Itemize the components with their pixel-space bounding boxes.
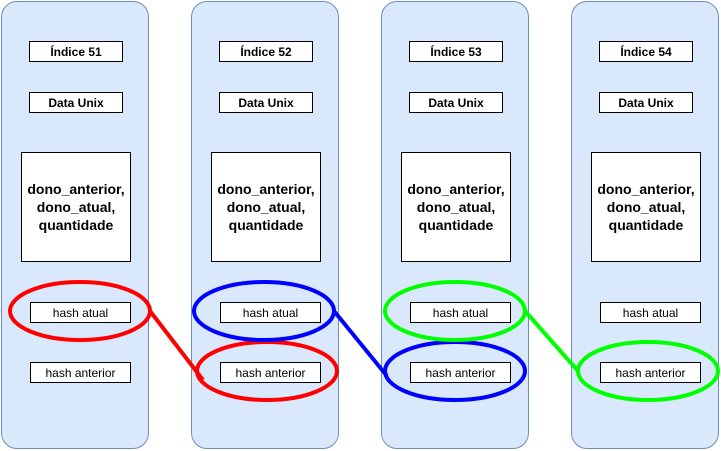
block-data-label: dono_anterior, dono_atual, quantidade <box>211 152 321 262</box>
block-54: Índice 54 Data Unix dono_anterior, dono_… <box>571 1 719 449</box>
block-index-label: Índice 51 <box>29 41 123 62</box>
block-52: Índice 52 Data Unix dono_anterior, dono_… <box>191 1 339 449</box>
block-index-label: Índice 53 <box>409 41 503 62</box>
block-prev-hash-label: hash anterior <box>30 362 131 383</box>
block-hash-label: hash atual <box>220 302 321 323</box>
block-data-label: dono_anterior, dono_atual, quantidade <box>21 152 131 262</box>
block-timestamp-label: Data Unix <box>599 92 693 113</box>
block-index-label: Índice 54 <box>599 41 693 62</box>
block-53: Índice 53 Data Unix dono_anterior, dono_… <box>381 1 529 449</box>
block-data-label: dono_anterior, dono_atual, quantidade <box>591 152 701 262</box>
block-timestamp-label: Data Unix <box>219 92 313 113</box>
block-timestamp-label: Data Unix <box>409 92 503 113</box>
block-index-label: Índice 52 <box>219 41 313 62</box>
block-hash-label: hash atual <box>410 302 511 323</box>
block-prev-hash-label: hash anterior <box>410 362 511 383</box>
block-hash-label: hash atual <box>600 302 701 323</box>
block-prev-hash-label: hash anterior <box>220 362 321 383</box>
block-timestamp-label: Data Unix <box>29 92 123 113</box>
link-connector-line <box>332 309 389 378</box>
block-51: Índice 51 Data Unix dono_anterior, dono_… <box>1 1 149 449</box>
block-data-label: dono_anterior, dono_atual, quantidade <box>401 152 511 262</box>
block-prev-hash-label: hash anterior <box>600 362 701 383</box>
block-hash-label: hash atual <box>30 302 131 323</box>
